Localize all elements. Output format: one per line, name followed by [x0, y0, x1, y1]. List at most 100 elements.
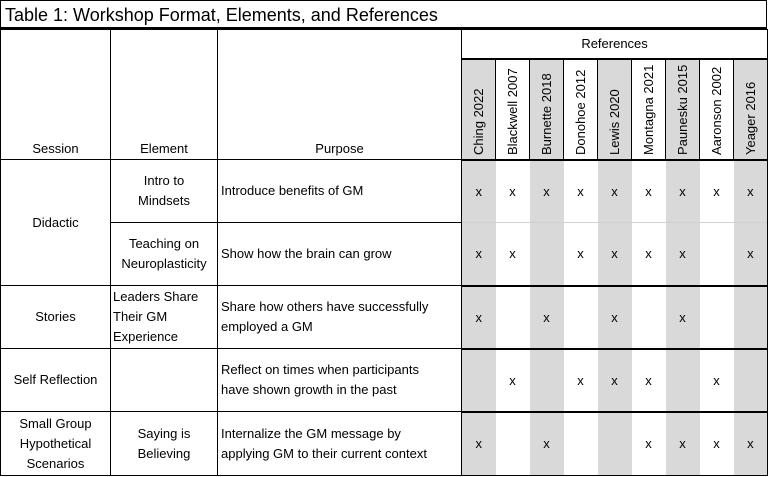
element-cell: Teaching on Neuroplasticity: [110, 222, 218, 286]
reference-mark: x: [461, 410, 496, 476]
reference-header: Montagna 2021: [631, 58, 666, 160]
purpose-cell: Show how the brain can grow: [217, 222, 462, 286]
reference-mark: [733, 284, 769, 349]
reference-mark: x: [631, 347, 666, 412]
reference-mark: x: [461, 158, 496, 223]
reference-mark: [461, 347, 496, 412]
element-cell: [110, 348, 218, 412]
reference-label: Burnette 2018: [538, 72, 554, 155]
reference-mark: [495, 284, 530, 349]
reference-header: Lewis 2020: [597, 58, 632, 160]
cell-line: Internalize the GM message by: [221, 425, 401, 441]
cell-line: Scenarios: [26, 455, 85, 471]
session-cell: Stories: [0, 285, 111, 349]
purpose-cell: Reflect on times when participants have s…: [217, 348, 462, 412]
reference-mark: x: [733, 158, 769, 223]
cell-line: Teaching on: [128, 236, 200, 251]
cell-line: Reflect on times when participants: [221, 362, 419, 377]
reference-mark: x: [563, 222, 598, 286]
cell-line: Show how the brain can grow: [221, 246, 392, 261]
header-session: Session: [0, 29, 111, 160]
header-purpose: Purpose: [217, 29, 462, 160]
cell-line: employed a GM: [221, 319, 313, 334]
header-references: References: [460, 29, 769, 60]
reference-mark: [529, 222, 564, 286]
reference-header: Blackwell 2007: [495, 58, 530, 160]
reference-mark: [733, 347, 769, 412]
reference-mark: x: [699, 158, 734, 223]
reference-label: Blackwell 2007: [504, 67, 520, 155]
reference-mark: x: [597, 347, 632, 412]
reference-mark: x: [529, 284, 564, 349]
reference-mark: [631, 284, 666, 349]
reference-mark: x: [699, 347, 734, 412]
reference-label: Montagna 2021: [640, 64, 656, 155]
reference-header: Paunesku 2015: [665, 58, 700, 160]
cell-line: Saying is: [137, 425, 191, 441]
element-cell: Intro to Mindsets: [110, 159, 218, 223]
table-row: Didactic Intro to Mindsets Introduce benefi…: [0, 158, 769, 286]
reference-mark: [495, 410, 530, 476]
reference-label: Paunesku 2015: [674, 64, 690, 155]
reference-header: Donohoe 2012: [563, 58, 598, 160]
cell-line: Neuroplasticity: [121, 256, 207, 271]
header-element: Element: [110, 29, 218, 160]
reference-mark: [563, 284, 598, 349]
cell-line: Believing: [137, 445, 191, 461]
reference-header: Ching 2022: [461, 58, 496, 160]
cell-line: Leaders Share: [113, 289, 199, 304]
cell-line: Hypothetical: [19, 435, 92, 451]
reference-mark: x: [665, 410, 700, 476]
reference-mark: x: [665, 222, 700, 286]
cell-line: Mindsets: [137, 193, 191, 208]
reference-mark: [597, 410, 632, 476]
reference-label: Lewis 2020: [606, 88, 622, 155]
reference-mark: x: [529, 410, 564, 476]
reference-mark: [699, 284, 734, 349]
reference-mark: x: [631, 222, 666, 286]
reference-mark: x: [733, 410, 769, 476]
reference-mark: x: [529, 158, 564, 223]
reference-mark: x: [563, 158, 598, 223]
reference-mark: x: [631, 410, 666, 476]
reference-mark: [563, 410, 598, 476]
cell-line: Experience: [113, 329, 179, 344]
reference-mark: x: [597, 222, 632, 286]
cell-line: Their GM: [113, 309, 168, 324]
reference-label: Donohoe 2012: [572, 69, 588, 155]
reference-mark: [529, 347, 564, 412]
reference-header: Aaronson 2002: [699, 58, 734, 160]
cell-line: Intro to: [143, 173, 185, 188]
reference-label: Yeager 2016: [742, 81, 758, 155]
cell-line: have shown growth in the past: [221, 382, 397, 397]
element-cell: Saying is Believing: [110, 411, 218, 476]
reference-mark: x: [461, 222, 496, 286]
reference-mark: x: [597, 158, 632, 223]
reference-mark: x: [631, 158, 666, 223]
workshop-table: Session Element Purpose References Ching…: [0, 29, 769, 476]
session-cell: Self Reflection: [0, 348, 111, 412]
reference-mark: x: [597, 284, 632, 349]
reference-mark: x: [495, 222, 530, 286]
reference-mark: x: [495, 347, 530, 412]
reference-mark: x: [495, 158, 530, 223]
table-row: Self Reflection Reflect on times when par…: [0, 347, 769, 412]
purpose-cell: Share how others have successfully employ…: [217, 285, 462, 349]
cell-line: Small Group: [19, 415, 92, 431]
cell-line: Share how others have successfully: [221, 299, 429, 314]
table-row: Teaching on Neuroplasticity Show how the b…: [1, 222, 769, 286]
reference-mark: x: [665, 158, 700, 223]
reference-mark: x: [699, 410, 734, 476]
reference-header: Yeager 2016: [732, 58, 769, 160]
cell-line: applying GM to their current context: [221, 445, 427, 461]
reference-mark: x: [733, 222, 769, 286]
session-cell: Didactic: [0, 159, 111, 286]
cell-line: Introduce benefits of GM: [221, 183, 364, 198]
reference-mark: [699, 222, 734, 286]
reference-mark: [665, 347, 700, 412]
